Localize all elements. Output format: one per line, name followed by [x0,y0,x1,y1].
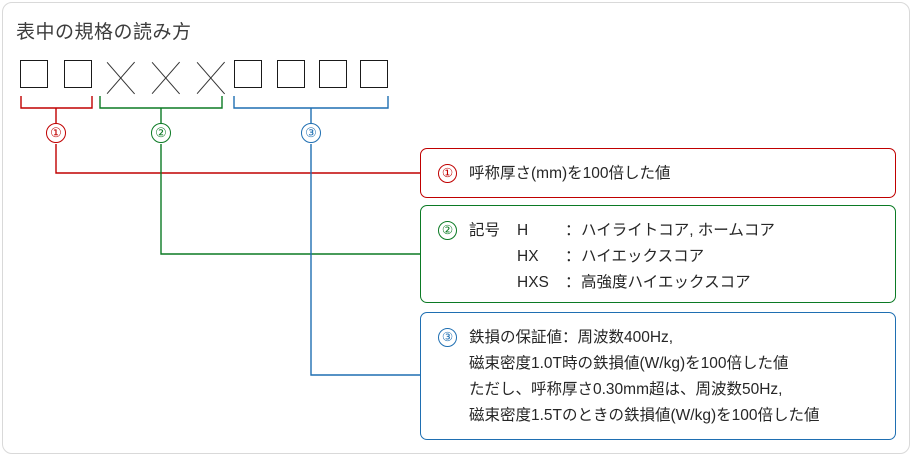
code-cross-2 [149,59,183,89]
code-square-1 [20,60,48,88]
symbol-code-3: HXS [517,274,549,291]
marker-circle-3: ③ [301,123,321,143]
symbol-sep-3: ： [565,274,581,291]
code-square-4 [277,60,305,88]
callout-1: ① 呼称厚さ(mm)を100倍した値 [420,148,896,198]
symbol-sep-2: ： [565,248,581,265]
symbol-code-1: H [517,222,529,239]
symbol-row-3-spacer [469,270,517,296]
callout-2: ② 記号 H ： ハイライトコア, ホームコア HX ： ハイエックスコア HX… [420,205,896,303]
symbol-code-2: HX [517,248,539,265]
callout-3-line-3: ただし、呼称厚さ0.30mm超は、周波数50Hz, [469,381,783,398]
code-square-6 [360,60,388,88]
callout-3-badge: ③ [438,328,457,347]
symbol-desc-1: ハイライトコア, ホームコア [581,222,775,239]
callout-1-badge: ① [438,164,457,183]
callout-3: ③ 鉄損の保証値：周波数400Hz, 磁束密度1.0T時の鉄損値(W/kg)を1… [420,312,896,440]
callout-3-line-2: 磁束密度1.0T時の鉄損値(W/kg)を100倍した値 [469,355,789,372]
code-square-3 [234,60,262,88]
symbol-sep-1: ： [565,222,581,239]
marker-circle-1: ① [46,123,66,143]
symbol-row-1: 記号 H ： ハイライトコア, ホームコア [469,218,775,244]
symbol-table-label: 記号 [469,222,501,239]
callout-1-text: 呼称厚さ(mm)を100倍した値 [469,165,671,182]
callout-3-line-4: 磁束密度1.5Tのときの鉄損値(W/kg)を100倍した値 [469,407,820,424]
code-cross-1 [104,59,138,89]
code-cross-3 [194,59,228,89]
symbol-desc-2: ハイエックスコア [581,248,705,265]
code-square-2 [64,60,92,88]
page-title: 表中の規格の読み方 [16,22,192,43]
symbol-desc-3: 高強度ハイエックスコア [581,274,751,291]
marker-circle-2: ② [151,123,171,143]
callout-3-line-1: 鉄損の保証値：周波数400Hz, [469,329,674,346]
symbol-row-2-spacer [469,244,517,270]
code-square-5 [319,60,347,88]
callout-2-symbol-table: 記号 H ： ハイライトコア, ホームコア HX ： ハイエックスコア HXS … [469,218,775,296]
symbol-row-2: HX ： ハイエックスコア [469,244,775,270]
callout-2-badge: ② [438,221,457,240]
symbol-row-3: HXS ： 高強度ハイエックスコア [469,270,775,296]
